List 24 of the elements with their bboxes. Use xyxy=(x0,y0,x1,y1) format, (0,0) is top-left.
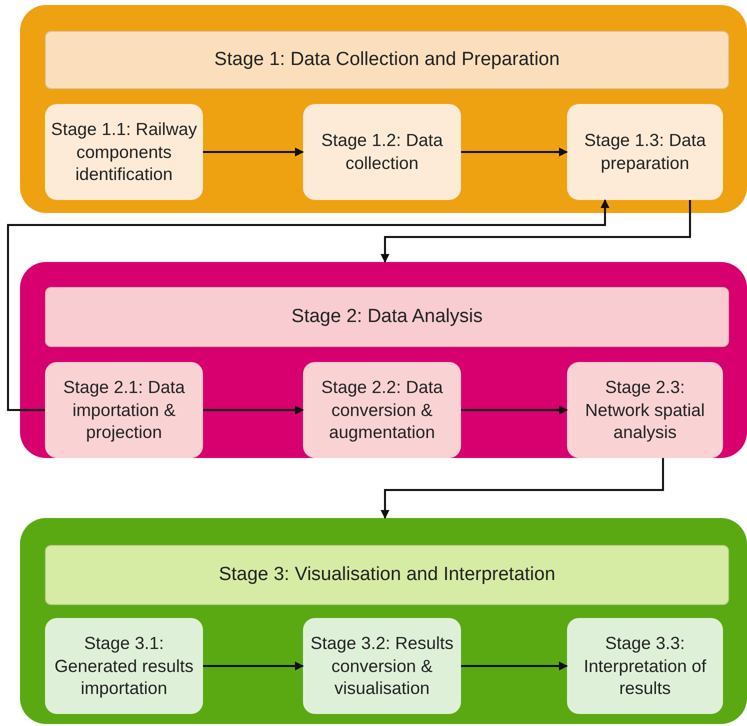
arrow xyxy=(461,406,568,414)
stage-panel xyxy=(20,5,747,213)
arrow xyxy=(380,458,664,519)
arrow xyxy=(7,199,610,411)
arrow xyxy=(203,148,304,156)
stage-header: Stage 3: Visualisation and Interpretation xyxy=(45,545,729,605)
arrow xyxy=(461,148,568,156)
process-box: Stage 1.3: Data preparation xyxy=(567,104,723,200)
process-box: Stage 2.2: Data conversion & augmentation xyxy=(303,362,461,458)
stage-panel xyxy=(20,262,747,458)
process-box: Stage 3.1: Generated results importation xyxy=(45,618,203,714)
stage-header: Stage 2: Data Analysis xyxy=(45,287,729,347)
process-box: Stage 3.3: Interpretation of results xyxy=(567,618,723,714)
process-box: Stage 1.1: Railway components identification xyxy=(45,104,203,200)
arrow xyxy=(203,406,304,414)
arrow xyxy=(380,200,691,263)
arrow xyxy=(461,662,568,670)
process-box: Stage 2.3: Network spatial analysis xyxy=(567,362,723,458)
arrow xyxy=(203,662,304,670)
process-box: Stage 1.2: Data collection xyxy=(303,104,461,200)
stage-header: Stage 1: Data Collection and Preparation xyxy=(45,31,729,89)
stage-panel xyxy=(20,518,747,724)
process-box: Stage 3.2: Results conversion & visualisation xyxy=(303,618,461,714)
process-box: Stage 2.1: Data importation & projection xyxy=(45,362,203,458)
